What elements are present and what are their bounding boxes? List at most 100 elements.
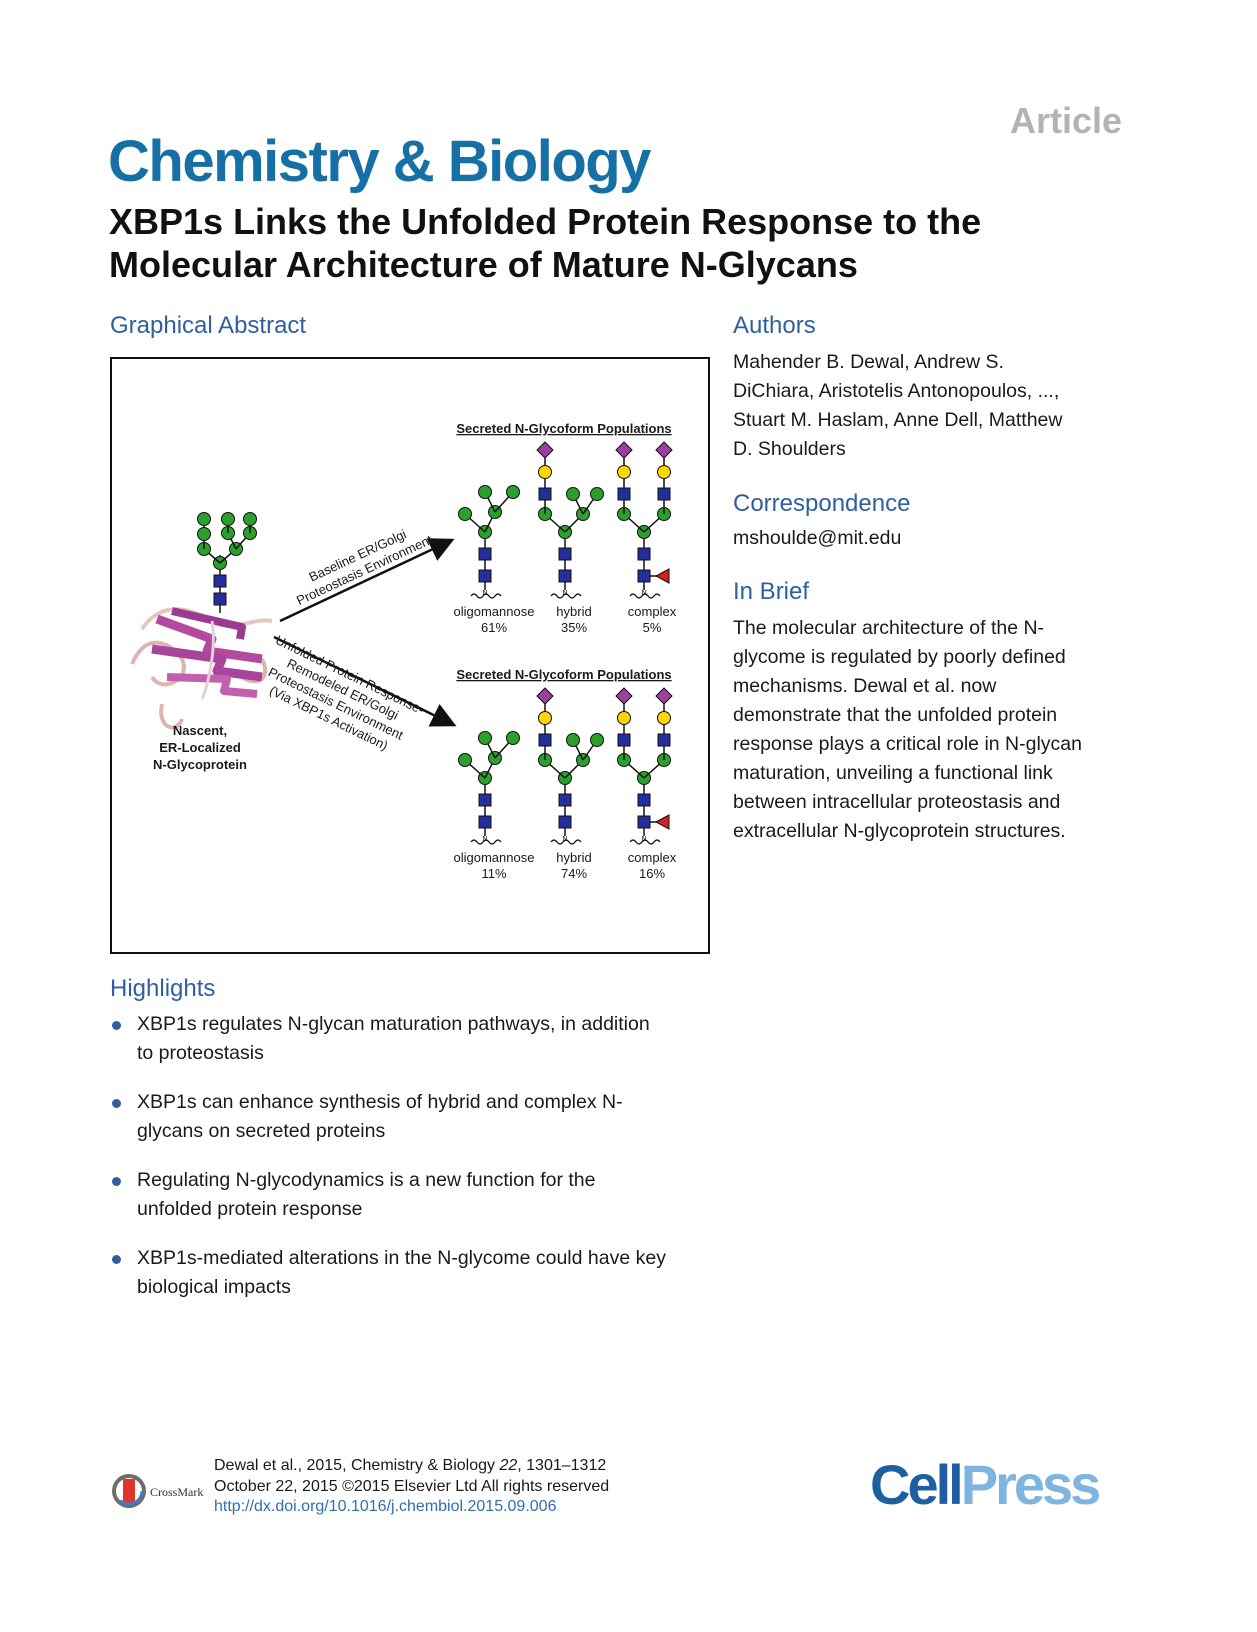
- highlight-item: XBP1s regulates N-glycan maturation path…: [110, 1010, 730, 1068]
- correspondence-email[interactable]: mshoulde@mit.edu: [733, 527, 902, 549]
- in-brief-line: between intracellular proteostasis and: [733, 791, 1061, 813]
- mannose-circle-icon: [221, 512, 235, 526]
- hybrid-glycan: N: [536, 441, 604, 599]
- in-brief-line: mechanisms. Dewal et al. now: [733, 675, 997, 697]
- glcnac-square-icon: [558, 569, 572, 583]
- citation-line2: October 22, 2015 ©2015 Elsevier Ltd All …: [214, 1477, 610, 1495]
- bullet-icon: [112, 1177, 121, 1186]
- glcnac-square-icon: [637, 793, 651, 807]
- glcnac-square-icon: [637, 547, 651, 561]
- asparagine-backbone: [550, 593, 582, 599]
- mannose-circle-icon: [197, 512, 211, 526]
- glcnac-square-icon: [538, 733, 552, 747]
- glcnac-square-icon: [558, 793, 572, 807]
- hybrid-glycan: N: [536, 687, 604, 845]
- glycoform-name: complex: [628, 850, 677, 865]
- crossmark-label: CrossMark: [150, 1485, 203, 1499]
- in-brief-line: extracellular N-glycoprotein structures.: [733, 820, 1066, 842]
- glcnac-square-icon: [657, 733, 671, 747]
- graphical-abstract-diagram: Nascent, ER-Localized N-Glycoprotein Bas…: [130, 421, 677, 881]
- glcnac-square-icon: [478, 815, 492, 829]
- population-heading-baseline: Secreted N-Glycoform Populations: [456, 421, 671, 436]
- highlight-item: XBP1s-mediated alterations in the N-glyc…: [110, 1244, 730, 1302]
- glycoform-percent: 35%: [561, 620, 587, 635]
- galactose-circle-icon: [538, 465, 552, 479]
- mannose-circle-icon: [458, 753, 472, 767]
- asparagine-backbone: [550, 839, 582, 845]
- authors-line: D. Shoulders: [733, 438, 846, 460]
- glcnac-square-icon: [637, 569, 651, 583]
- graphical-abstract-figure: Nascent, ER-Localized N-Glycoprotein Bas…: [110, 357, 710, 954]
- galactose-circle-icon: [538, 711, 552, 725]
- graphical-abstract-heading: Graphical Abstract: [110, 312, 307, 339]
- authors-line: DiChiara, Aristotelis Antonopoulos, ...,: [733, 380, 1060, 402]
- mannose-circle-icon: [590, 487, 604, 501]
- in-brief-text: The molecular architecture of the N- gly…: [733, 614, 1153, 846]
- fucose-triangle-icon: [654, 814, 670, 830]
- arrow-baseline: [279, 538, 455, 623]
- glcnac-square-icon: [213, 592, 227, 606]
- mannose-circle-icon: [458, 507, 472, 521]
- paper-title: XBP1s Links the Unfolded Protein Respons…: [109, 201, 982, 285]
- glcnac-square-icon: [637, 815, 651, 829]
- mannose-circle-icon: [506, 731, 520, 745]
- asparagine-backbone: [470, 839, 502, 845]
- cellpress-logo[interactable]: CellPress: [870, 1453, 1101, 1516]
- sialic-acid-diamond-icon: [655, 687, 673, 705]
- authors-line: Stuart M. Haslam, Anne Dell, Matthew: [733, 409, 1063, 431]
- asparagine-n-label: N: [641, 836, 646, 843]
- oligomannose-glycan: N: [458, 731, 520, 845]
- protein-label-line1: Nascent,: [173, 723, 227, 738]
- highlights-heading: Highlights: [110, 975, 216, 1002]
- authors-line: Mahender B. Dewal, Andrew S.: [733, 351, 1004, 373]
- mannose-circle-icon: [197, 527, 211, 541]
- highlights-list: XBP1s regulates N-glycan maturation path…: [110, 1010, 730, 1322]
- glcnac-square-icon: [558, 815, 572, 829]
- doi-link[interactable]: http://dx.doi.org/10.1016/j.chembiol.201…: [214, 1498, 557, 1515]
- citation-block: Dewal et al., 2015, Chemistry & Biology …: [214, 1456, 609, 1518]
- glycoform-name: oligomannose: [454, 850, 535, 865]
- sialic-acid-diamond-icon: [536, 441, 554, 459]
- glcnac-square-icon: [478, 569, 492, 583]
- asparagine-backbone: [629, 839, 661, 845]
- mannose-circle-icon: [590, 733, 604, 747]
- sialic-acid-diamond-icon: [615, 441, 633, 459]
- galactose-circle-icon: [617, 711, 631, 725]
- fucose-triangle-icon: [654, 568, 670, 584]
- highlight-item: XBP1s can enhance synthesis of hybrid an…: [110, 1088, 730, 1146]
- galactose-circle-icon: [617, 465, 631, 479]
- asparagine-n-label: N: [641, 590, 646, 597]
- protein-label-line2: ER-Localized: [159, 740, 241, 755]
- mannose-circle-icon: [506, 485, 520, 499]
- mannose-circle-icon: [478, 485, 492, 499]
- asparagine-n-label: N: [562, 590, 567, 597]
- asparagine-backbone: [470, 593, 502, 599]
- in-brief-line: response plays a critical role in N-glyc…: [733, 733, 1082, 755]
- glcnac-square-icon: [538, 487, 552, 501]
- arrow-upr: [273, 635, 457, 727]
- glcnac-square-icon: [657, 487, 671, 501]
- asparagine-backbone: [629, 593, 661, 599]
- glycoform-name: hybrid: [556, 604, 591, 619]
- glcnac-square-icon: [478, 547, 492, 561]
- bullet-icon: [112, 1021, 121, 1030]
- article-type-label: Article: [1010, 100, 1123, 141]
- oligomannose-glycan: N: [458, 485, 520, 599]
- galactose-circle-icon: [657, 465, 671, 479]
- asparagine-n-label: N: [482, 836, 487, 843]
- population-heading-upr: Secreted N-Glycoform Populations: [456, 667, 671, 682]
- in-brief-line: glycome is regulated by poorly defined: [733, 646, 1066, 668]
- in-brief-line: demonstrate that the unfolded protein: [733, 704, 1058, 726]
- authors-list: Mahender B. Dewal, Andrew S. DiChiara, A…: [733, 348, 1133, 464]
- journal-title: Chemistry & Biology: [108, 129, 651, 194]
- complex-glycan: N: [615, 441, 673, 599]
- crossmark-badge[interactable]: CrossMark: [110, 1472, 210, 1510]
- glycoform-percent: 11%: [481, 866, 506, 881]
- citation-line1: Dewal et al., 2015, Chemistry & Biology …: [214, 1457, 607, 1474]
- in-brief-line: The molecular architecture of the N-: [733, 617, 1045, 639]
- sialic-acid-diamond-icon: [615, 687, 633, 705]
- correspondence-heading: Correspondence: [733, 490, 911, 517]
- highlight-item: Regulating N-glycodynamics is a new func…: [110, 1166, 730, 1224]
- in-brief-heading: In Brief: [733, 578, 810, 605]
